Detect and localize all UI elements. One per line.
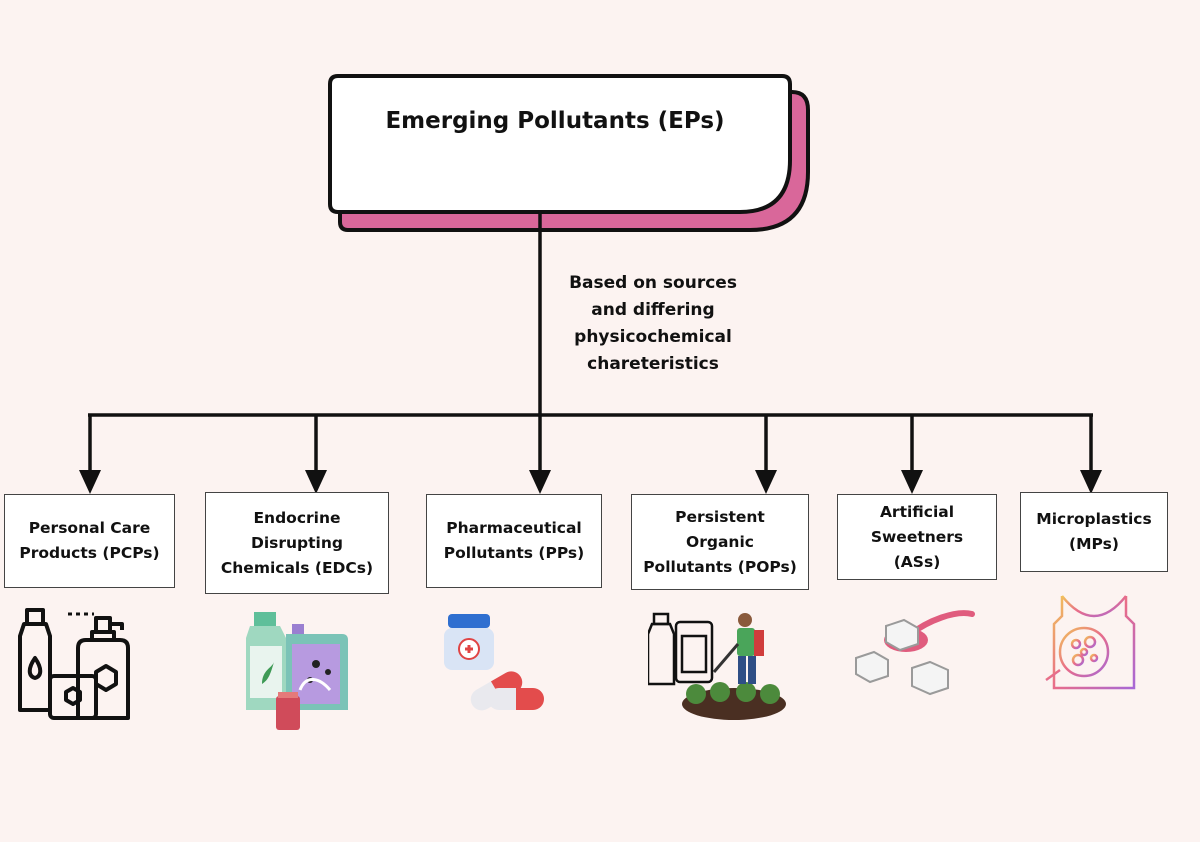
category-box-pp: Pharmaceutical Pollutants (PPs)	[426, 494, 602, 588]
plastic-bag-particles-icon	[1045, 595, 1136, 690]
root-box	[328, 74, 792, 214]
category-label-edc: Endocrine Disrupting Chemicals (EDCs)	[220, 508, 374, 577]
category-box-pcp: Personal Care Products (PCPs)	[4, 494, 175, 588]
personal-care-bottles-icon	[18, 608, 130, 720]
category-box-as: Artificial Sweetners (ASs)	[837, 494, 997, 580]
arrow-pp	[529, 415, 551, 494]
category-label-pop: Persistent Organic Pollutants (POPs)	[643, 507, 797, 576]
category-box-pop: Persistent Organic Pollutants (POPs)	[631, 494, 809, 590]
arrow-mp	[1080, 415, 1102, 494]
criterion-text: Based on sources and differing physicoch…	[569, 273, 737, 374]
medicine-jar-capsules-icon	[444, 614, 544, 711]
classification-criterion: Based on sources and differing physicoch…	[548, 270, 758, 378]
arrow-pcp	[79, 415, 101, 494]
category-label-pcp: Personal Care Products (PCPs)	[19, 519, 160, 562]
category-box-mp: Microplastics (MPs)	[1020, 492, 1168, 572]
arrow-edc	[305, 415, 327, 494]
sugar-cubes-spoon-icon	[855, 610, 975, 696]
category-label-pp: Pharmaceutical Pollutants (PPs)	[443, 519, 585, 562]
root-title: Emerging Pollutants (EPs)	[385, 108, 725, 134]
pesticide-sprayer-icon	[648, 612, 786, 720]
category-box-edc: Endocrine Disrupting Chemicals (EDCs)	[205, 492, 389, 594]
category-label-as: Artificial Sweetners (ASs)	[870, 502, 964, 571]
arrow-as	[901, 415, 923, 494]
arrow-pop	[755, 415, 777, 494]
chemical-containers-icon	[246, 612, 348, 730]
category-label-mp: Microplastics (MPs)	[1036, 510, 1152, 553]
